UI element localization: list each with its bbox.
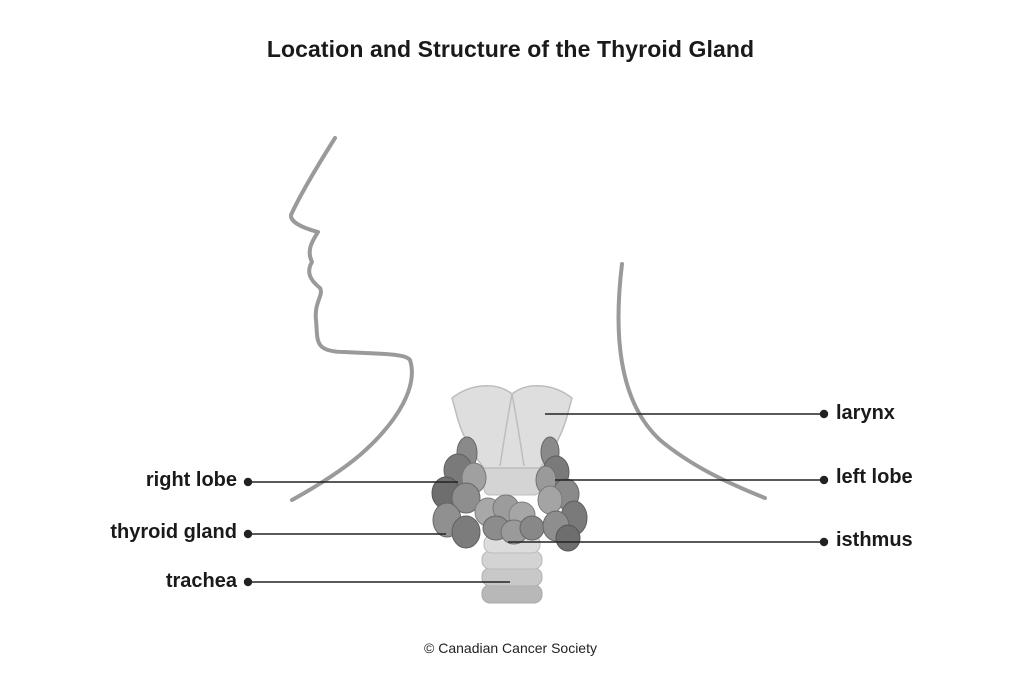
leader-dot-right-lobe (243, 477, 253, 487)
leader-dot-trachea (243, 577, 253, 587)
label-larynx: larynx (836, 402, 895, 424)
label-trachea: trachea (165, 570, 237, 592)
copyright-notice: © Canadian Cancer Society (424, 640, 597, 656)
leader-dot-left-lobe (819, 475, 829, 485)
face-profile-outline (289, 136, 414, 502)
leader-dot-isthmus (819, 537, 829, 547)
label-thyroid-gland: thyroid gland (110, 521, 237, 543)
leader-dot-larynx (819, 409, 829, 419)
label-left-lobe: left lobe (836, 466, 913, 488)
label-isthmus: isthmus (836, 529, 913, 551)
diagram-title: Location and Structure of the Thyroid Gl… (266, 36, 755, 62)
leader-lines (243, 409, 829, 587)
leader-dot-thyroid-gland (243, 529, 253, 539)
thyroid-gland-shape (431, 436, 588, 552)
label-right-lobe: right lobe (145, 469, 237, 491)
neck-back-outline (616, 262, 767, 500)
trachea-shape (481, 534, 543, 604)
